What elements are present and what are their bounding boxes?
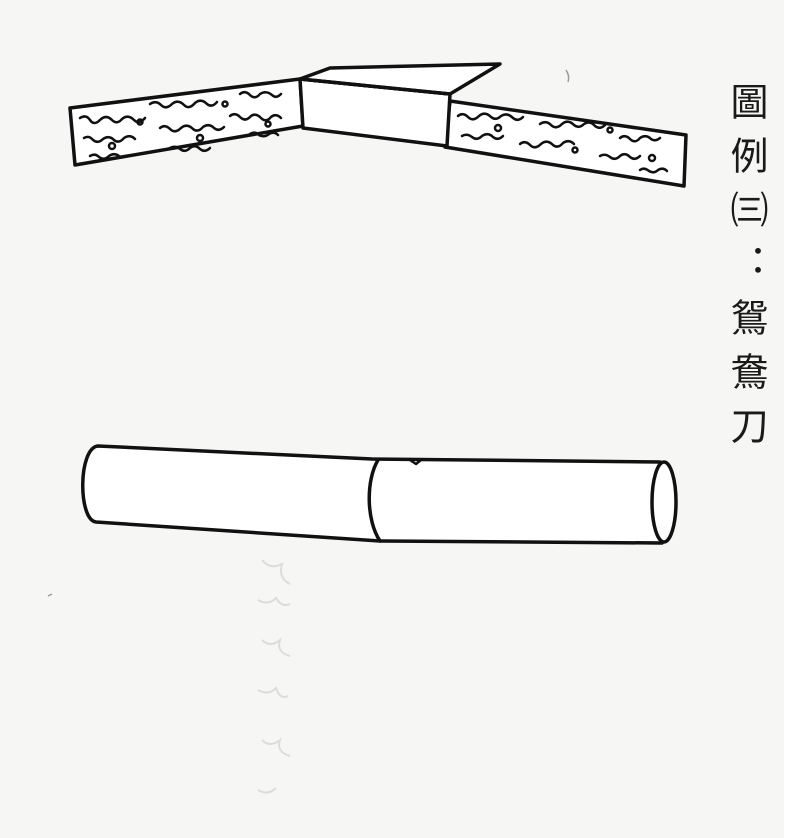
cylinder-seam bbox=[367, 458, 382, 543]
bleed-through-marks bbox=[257, 559, 291, 794]
cylinder-notch bbox=[408, 458, 423, 466]
figure-caption: 圖例㈢：鴛鴦刀 bbox=[724, 82, 768, 460]
blade-ridge-line bbox=[298, 77, 452, 96]
left-handle-texture bbox=[78, 91, 283, 160]
right-handle-texture bbox=[456, 112, 669, 174]
scan-edge bbox=[784, 0, 790, 838]
bottom-figure-cylinder bbox=[81, 444, 678, 545]
cylinder-open-end bbox=[650, 460, 678, 544]
stray-marks bbox=[47, 69, 570, 597]
top-figure-handle-with-blade bbox=[68, 62, 688, 188]
